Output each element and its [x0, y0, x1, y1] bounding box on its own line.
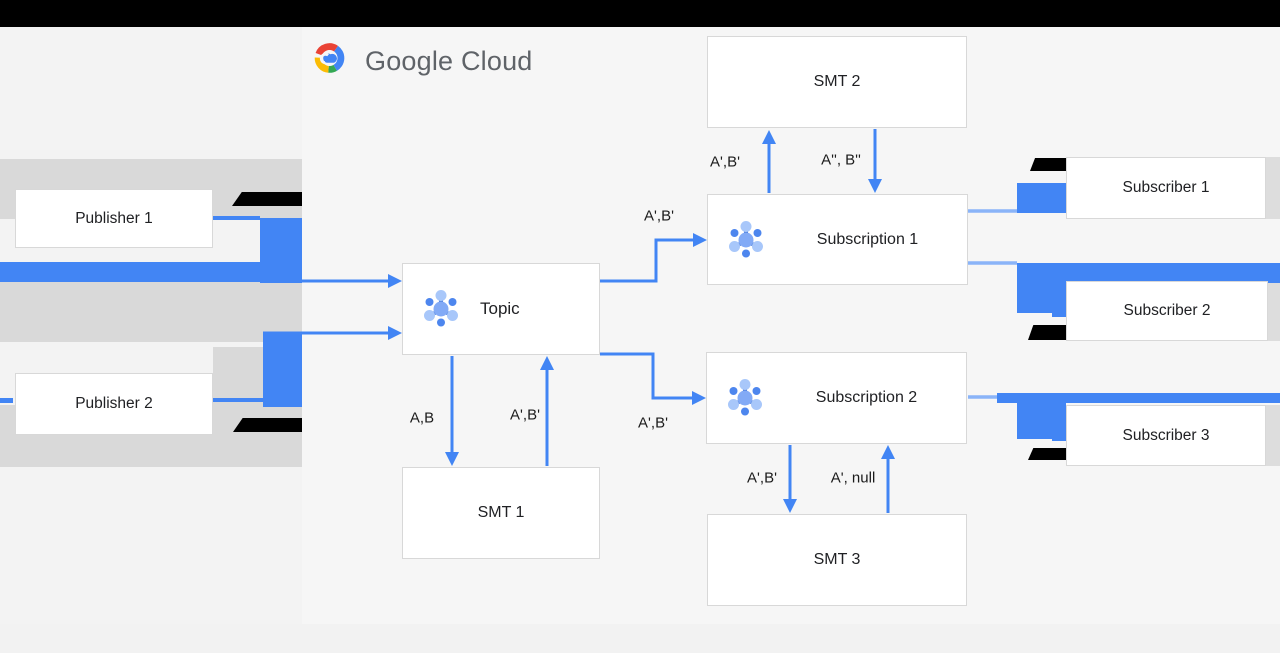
publisher-1-label: Publisher 1 — [75, 209, 153, 227]
glitch-line — [213, 398, 263, 402]
gray-strip — [1265, 405, 1280, 466]
redaction-mark — [1028, 325, 1066, 340]
arrowhead — [388, 274, 402, 288]
smt-2-node: SMT 2 — [707, 36, 967, 128]
subscriber-2-label: Subscriber 2 — [1123, 302, 1211, 319]
gray-band — [0, 280, 302, 342]
glitch-line — [213, 216, 260, 220]
smt-1-node: SMT 1 — [402, 467, 600, 559]
edge-label-smt3-sub2: A', null — [830, 469, 876, 487]
redaction-mark — [232, 192, 302, 206]
glitch-block — [1017, 263, 1066, 313]
pubsub-icon — [729, 220, 763, 257]
arrowhead — [388, 326, 402, 340]
subscription-1-node: Subscription 1 — [707, 194, 968, 285]
redaction-mark — [1030, 158, 1066, 171]
subscriber-2-node: Subscriber 2 — [1066, 281, 1268, 341]
publisher-1-node: Publisher 1 — [15, 189, 213, 248]
smt-3-node: SMT 3 — [707, 514, 967, 606]
pubsub-icon — [728, 379, 762, 416]
arrow-topic-to-subscription1 — [600, 238, 696, 283]
gray-strip — [1267, 281, 1280, 341]
edge-label-sub2-smt3: A',B' — [747, 469, 777, 487]
glitch-bar — [997, 393, 1280, 403]
subscription-1-label: Subscription 1 — [816, 230, 919, 248]
glitch-line — [0, 398, 13, 403]
edge-label-topic-smt1: A,B — [409, 409, 435, 427]
edge-label-sub1-smt2: A',B' — [710, 153, 740, 171]
edge-label-smt2-sub1: A'', B'' — [821, 151, 861, 169]
glitch-block — [1017, 398, 1066, 439]
topic-node: Topic — [402, 263, 600, 355]
subscription-2-label: Subscription 2 — [815, 389, 918, 406]
gray-strip — [1265, 157, 1280, 219]
edge-label-topic-sub2: A',B' — [638, 414, 668, 432]
arrowhead — [692, 391, 706, 405]
edge-label-topic-sub1: A',B' — [644, 207, 674, 225]
smt-2-label: SMT 2 — [813, 73, 861, 90]
topic-label: Topic — [480, 299, 520, 318]
glitch-block — [260, 218, 302, 283]
publisher-2-label: Publisher 2 — [75, 395, 153, 412]
glitch-bar — [1017, 263, 1280, 283]
smt-1-label: SMT 1 — [477, 504, 525, 521]
google-cloud-logo-icon — [314, 43, 345, 73]
redaction-mark — [1028, 448, 1066, 460]
arrowhead — [868, 179, 882, 193]
subscriber-3-label: Subscriber 3 — [1122, 426, 1210, 444]
top-black-bar — [0, 0, 1280, 27]
arrowhead — [445, 452, 459, 466]
bottom-strip — [0, 624, 1280, 653]
arrowhead — [762, 130, 776, 144]
arrowhead — [783, 499, 797, 513]
subscriber-1-label: Subscriber 1 — [1122, 179, 1210, 196]
glitch-block — [1017, 183, 1066, 213]
arrowhead — [540, 356, 554, 370]
arrowhead — [693, 233, 707, 247]
smt-3-label: SMT 3 — [813, 551, 861, 568]
subscription-2-node: Subscription 2 — [706, 352, 967, 444]
glitch-bar — [0, 262, 260, 282]
redaction-mark — [233, 418, 302, 432]
arrowhead — [881, 445, 895, 459]
glitch-tab — [1052, 435, 1070, 441]
glitch-block — [263, 332, 302, 407]
google-cloud-logo-text: Google Cloud — [365, 46, 533, 76]
pubsub-icon — [424, 290, 458, 327]
subscriber-1-node: Subscriber 1 — [1066, 157, 1266, 219]
edge-label-smt1-topic: A',B' — [510, 406, 540, 424]
arrow-topic-to-subscription2 — [600, 352, 694, 400]
publisher-2-node: Publisher 2 — [15, 373, 213, 435]
glitch-tab — [1052, 311, 1066, 317]
subscriber-3-node: Subscriber 3 — [1066, 405, 1266, 466]
